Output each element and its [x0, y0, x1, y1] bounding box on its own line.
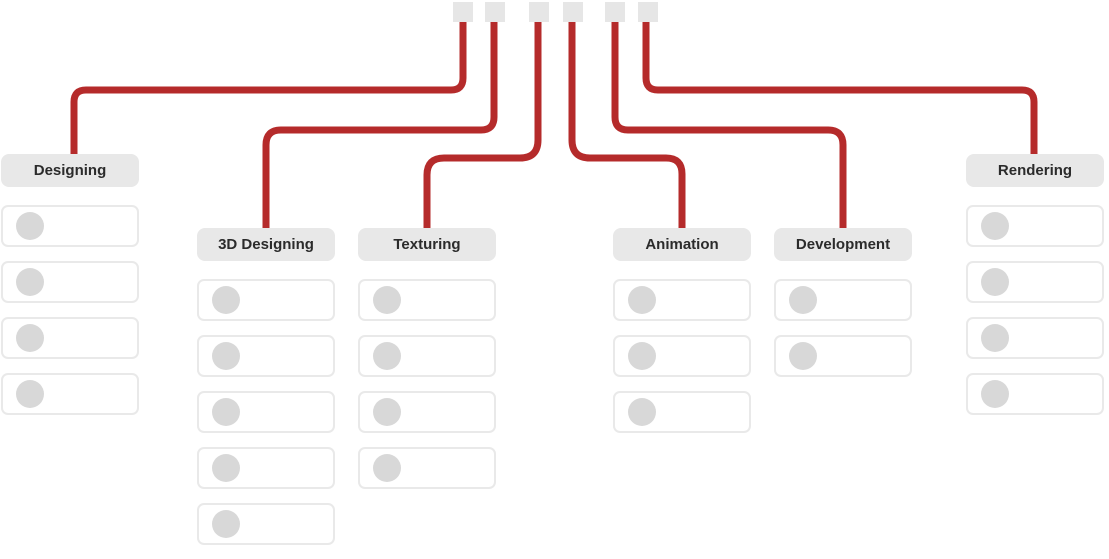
slot-avatar-placeholder [981, 324, 1009, 352]
slot-item[interactable] [774, 279, 912, 321]
wire-animation [568, 22, 686, 228]
column-rendering: Rendering [966, 154, 1104, 429]
slot-list-texturing [358, 279, 496, 489]
port-texturing [529, 2, 549, 22]
slot-item[interactable] [1, 261, 139, 303]
slot-avatar-placeholder [373, 342, 401, 370]
slot-item[interactable] [1, 317, 139, 359]
port-rendering [638, 2, 658, 22]
column-texturing: Texturing [358, 228, 496, 503]
slot-item[interactable] [966, 261, 1104, 303]
slot-item[interactable] [197, 391, 335, 433]
slot-item[interactable] [197, 279, 335, 321]
wire-development [611, 22, 847, 228]
slot-item[interactable] [613, 335, 751, 377]
slot-avatar-placeholder [16, 324, 44, 352]
slot-avatar-placeholder [789, 342, 817, 370]
slot-avatar-placeholder [628, 398, 656, 426]
slot-avatar-placeholder [212, 510, 240, 538]
slot-item[interactable] [358, 279, 496, 321]
slot-item[interactable] [1, 205, 139, 247]
column-animation: Animation [613, 228, 751, 447]
column-header-rendering[interactable]: Rendering [966, 154, 1104, 187]
slot-avatar-placeholder [212, 342, 240, 370]
wire-texturing [423, 22, 542, 228]
slot-avatar-placeholder [212, 286, 240, 314]
slot-avatar-placeholder [628, 342, 656, 370]
slot-avatar-placeholder [212, 398, 240, 426]
slot-item[interactable] [966, 317, 1104, 359]
slot-item[interactable] [358, 391, 496, 433]
column-header-development[interactable]: Development [774, 228, 912, 261]
port-designing [453, 2, 473, 22]
slot-avatar-placeholder [981, 380, 1009, 408]
slot-item[interactable] [197, 335, 335, 377]
wire-rendering [642, 22, 1038, 154]
slot-item[interactable] [197, 447, 335, 489]
column-header-animation[interactable]: Animation [613, 228, 751, 261]
slot-list-development [774, 279, 912, 377]
slot-list-animation [613, 279, 751, 433]
column-header-designing[interactable]: Designing [1, 154, 139, 187]
slot-item[interactable] [358, 335, 496, 377]
port-development [605, 2, 625, 22]
column-designing: Designing [1, 154, 139, 429]
slot-item[interactable] [613, 279, 751, 321]
wire-3d-designing [262, 22, 498, 228]
column-header-3d-designing[interactable]: 3D Designing [197, 228, 335, 261]
slot-avatar-placeholder [212, 454, 240, 482]
slot-avatar-placeholder [16, 212, 44, 240]
slot-avatar-placeholder [373, 286, 401, 314]
slot-avatar-placeholder [789, 286, 817, 314]
port-animation [563, 2, 583, 22]
slot-list-rendering [966, 205, 1104, 415]
slot-avatar-placeholder [373, 398, 401, 426]
slot-avatar-placeholder [16, 380, 44, 408]
slot-list-3d-designing [197, 279, 335, 545]
wire-designing [70, 22, 467, 154]
port-3d-designing [485, 2, 505, 22]
slot-item[interactable] [966, 373, 1104, 415]
slot-list-designing [1, 205, 139, 415]
slot-avatar-placeholder [373, 454, 401, 482]
slot-item[interactable] [358, 447, 496, 489]
slot-avatar-placeholder [16, 268, 44, 296]
slot-avatar-placeholder [981, 268, 1009, 296]
slot-item[interactable] [613, 391, 751, 433]
slot-item[interactable] [774, 335, 912, 377]
slot-item[interactable] [966, 205, 1104, 247]
column-header-texturing[interactable]: Texturing [358, 228, 496, 261]
slot-avatar-placeholder [628, 286, 656, 314]
slot-avatar-placeholder [981, 212, 1009, 240]
slot-item[interactable] [197, 503, 335, 545]
slot-item[interactable] [1, 373, 139, 415]
column-development: Development [774, 228, 912, 391]
column-3d-designing: 3D Designing [197, 228, 335, 559]
